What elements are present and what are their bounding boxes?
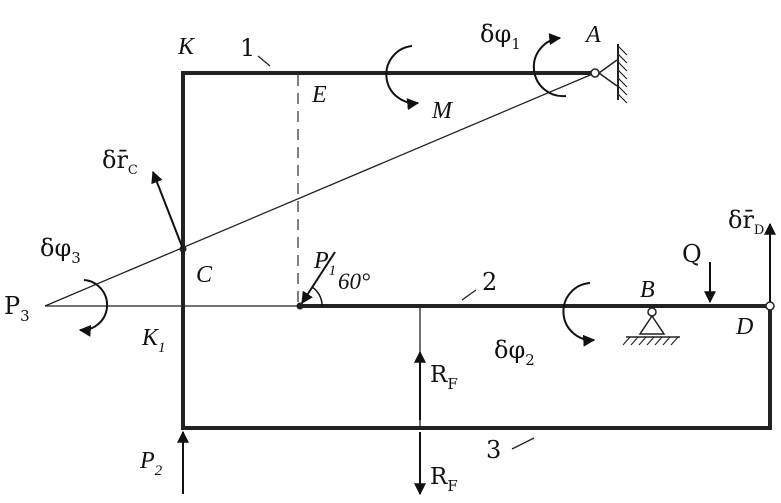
arrow-p1 bbox=[301, 251, 336, 305]
label-p2: P2 bbox=[139, 448, 163, 479]
label-m: M bbox=[431, 98, 454, 124]
label-dphi3: δφ3 bbox=[40, 234, 81, 267]
label-drc: δr̄C bbox=[102, 146, 138, 178]
leader-1 bbox=[257, 55, 271, 67]
label-member-1: 1 bbox=[240, 34, 255, 62]
label-rf-top: RF bbox=[430, 362, 458, 393]
support-b bbox=[622, 307, 680, 346]
dphi3-arrow bbox=[78, 279, 109, 337]
arrow-drc bbox=[151, 170, 184, 250]
label-b: B bbox=[640, 277, 655, 303]
label-member-3: 3 bbox=[486, 436, 501, 464]
angle-arc bbox=[311, 286, 323, 307]
hinge-k1 bbox=[296, 302, 304, 310]
label-p1: P1 bbox=[313, 248, 336, 279]
support-a bbox=[590, 44, 628, 104]
leader-2 bbox=[461, 289, 477, 301]
label-e: E bbox=[311, 82, 327, 108]
label-k1: K1 bbox=[141, 325, 166, 356]
label-dphi2: δφ2 bbox=[494, 336, 535, 369]
frame bbox=[181, 71, 772, 430]
leader-3 bbox=[511, 437, 535, 450]
label-p3: P3 bbox=[4, 292, 30, 325]
label-c: C bbox=[196, 262, 213, 288]
hinge-d bbox=[765, 301, 775, 311]
label-member-2: 2 bbox=[482, 268, 497, 296]
label-q: Q bbox=[682, 240, 702, 268]
dphi1-arrow bbox=[532, 33, 567, 98]
line-p3-to-a bbox=[44, 72, 596, 307]
labels: K 1 A E M δφ1 δr̄C δφ3 C P1 60° 2 Q δr̄D… bbox=[4, 20, 764, 495]
label-a: A bbox=[584, 22, 601, 48]
label-d: D bbox=[735, 314, 753, 340]
moment-m-arrow bbox=[385, 45, 420, 111]
label-rf-bot: RF bbox=[430, 464, 458, 495]
label-dphi1: δφ1 bbox=[480, 20, 521, 53]
dphi2-arrow bbox=[562, 282, 596, 347]
label-angle: 60° bbox=[338, 269, 370, 294]
label-drd: δr̄D bbox=[728, 206, 764, 238]
label-k: K bbox=[177, 34, 196, 60]
